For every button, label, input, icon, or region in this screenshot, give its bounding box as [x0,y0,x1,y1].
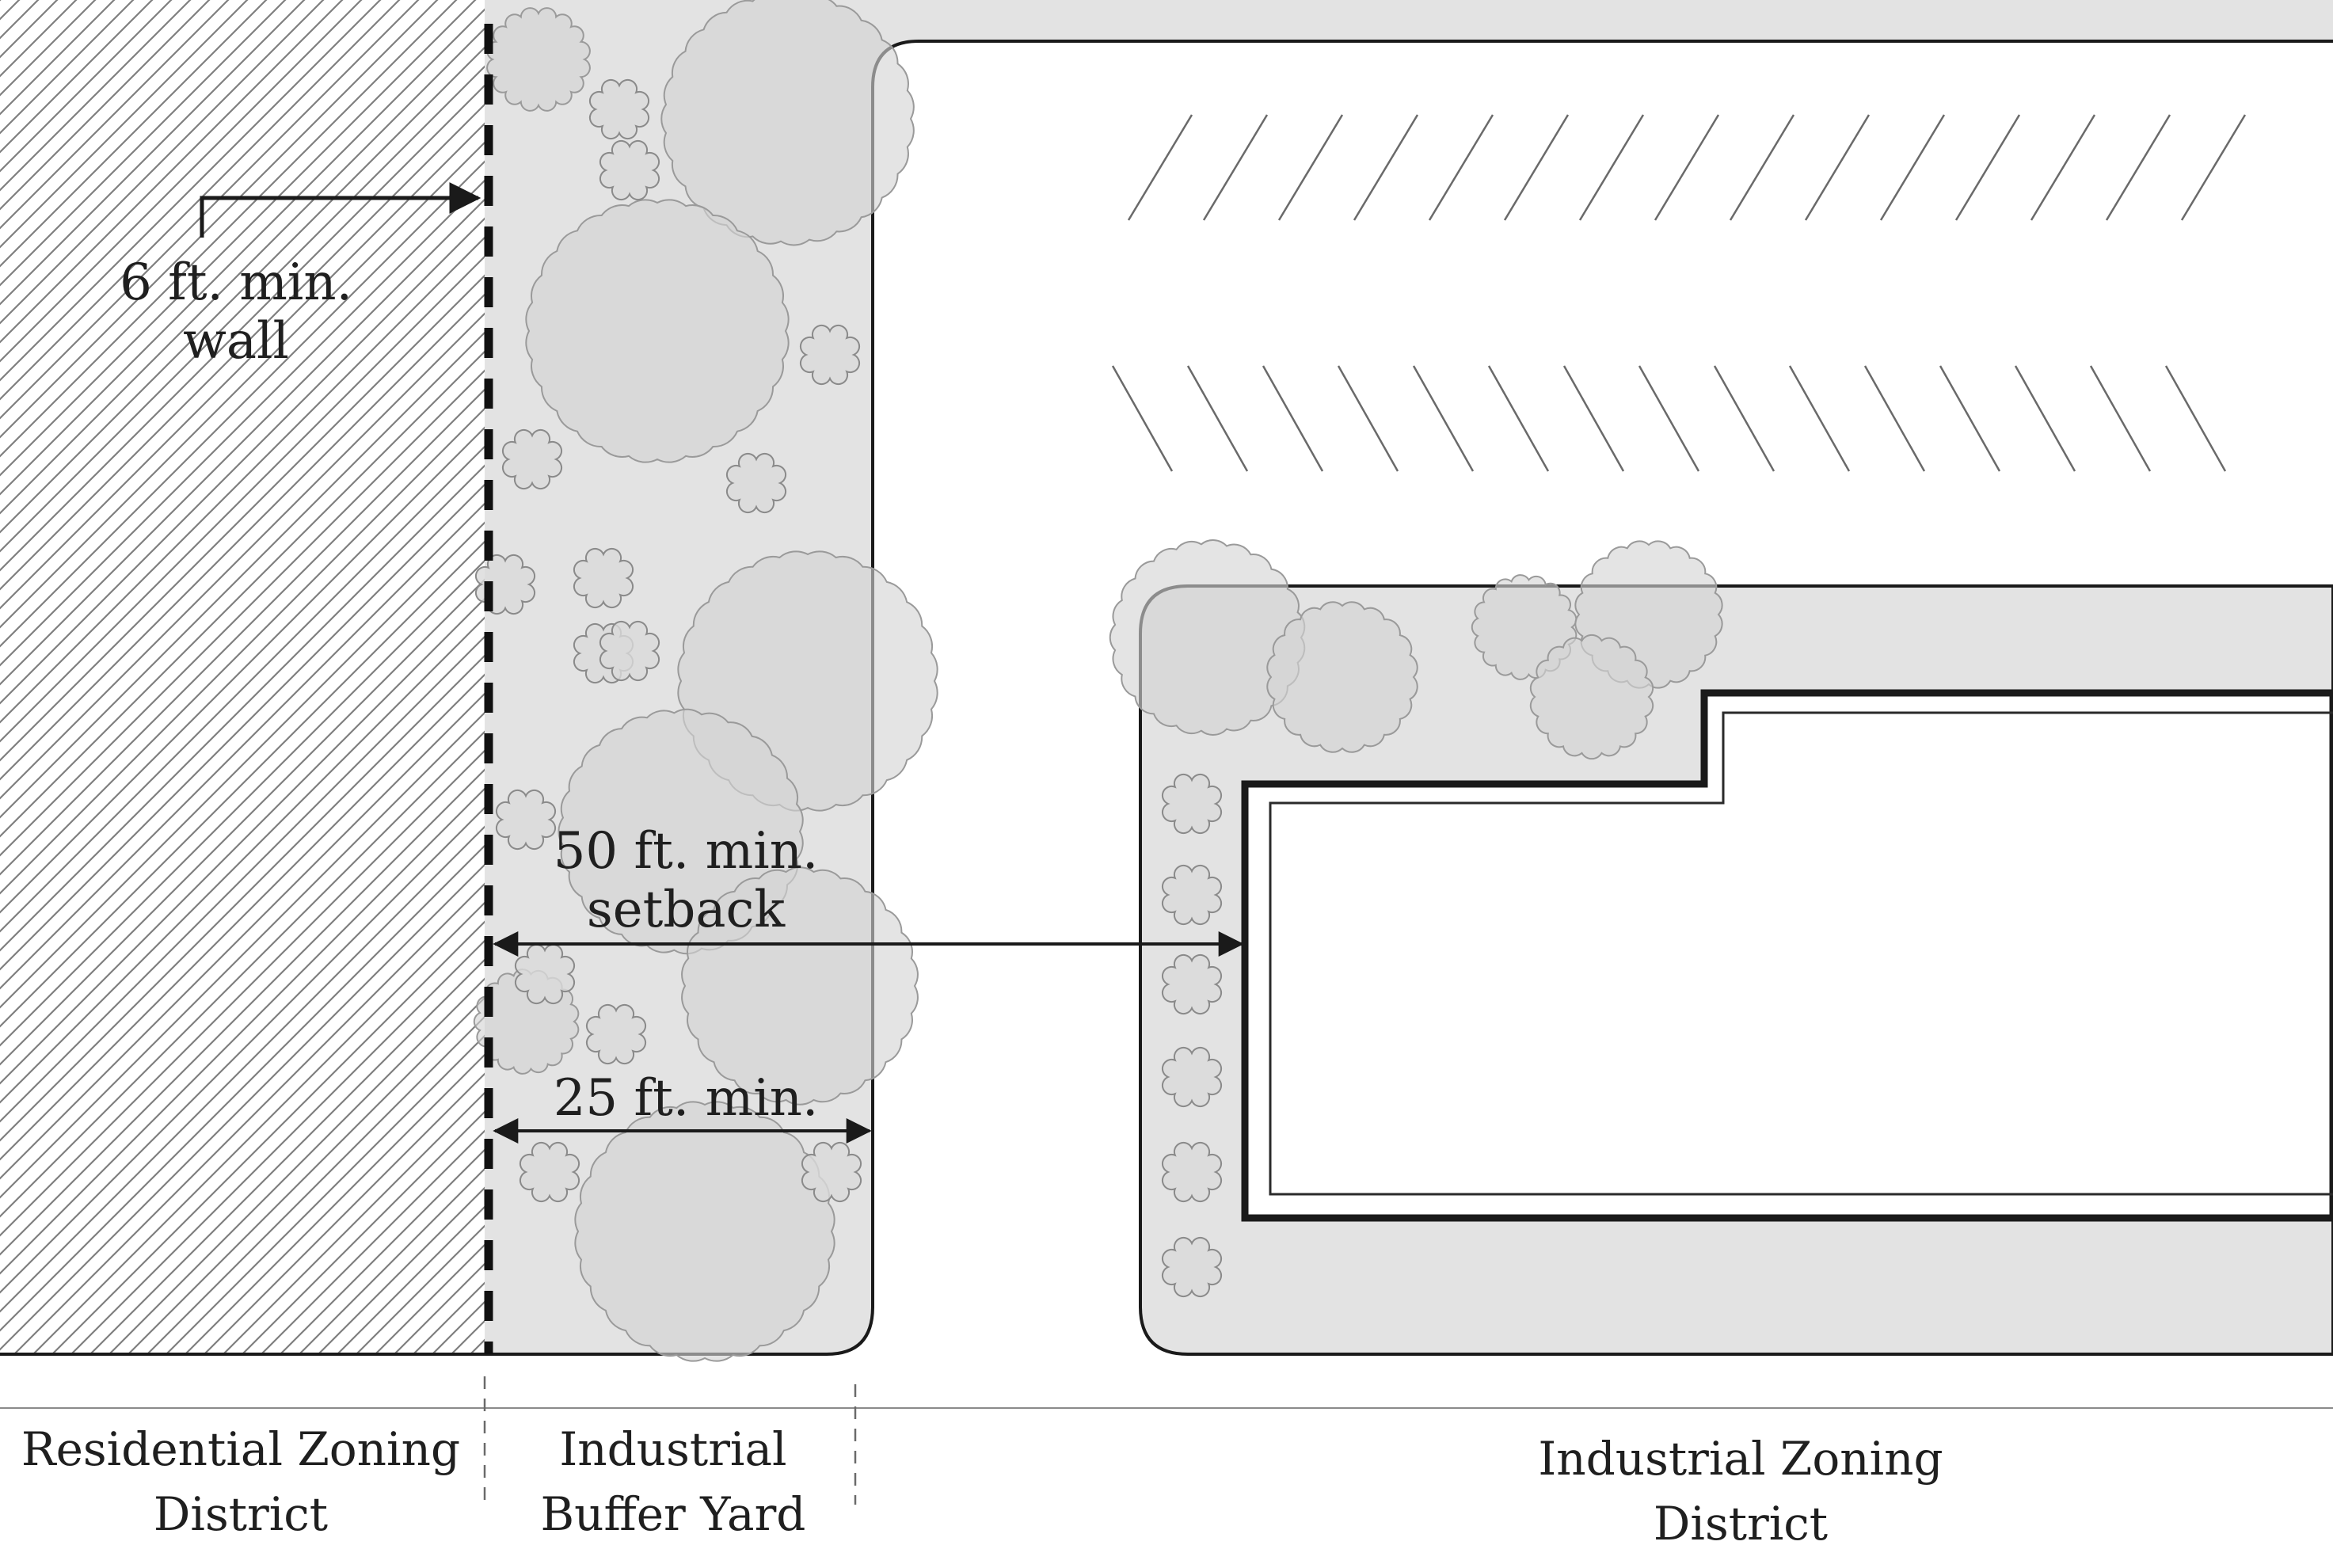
wall-label-line1: 6 ft. min. [120,253,352,312]
parking-stalls-upper [1127,114,2247,221]
shrub-icon [725,452,787,514]
shrub-icon [588,78,650,140]
parking-stall-mark [1337,365,1399,472]
parking-stall-mark [1729,114,1795,221]
parking-stall-mark [1804,114,1871,221]
parking-stall-mark [1202,114,1269,221]
shrub-icon [1161,953,1223,1015]
setback-label-line1: 50 ft. min. [554,822,819,881]
parking-stall-mark [2105,114,2171,221]
parking-stall-mark [2030,114,2096,221]
industrial-district-label-line1: Industrial Zoning [1538,1432,1943,1486]
parking-stall-mark [1954,114,2021,221]
parking-stall-mark [1578,114,1645,221]
wall-leader [200,182,481,238]
tree-icon [486,7,591,112]
parking-stall-mark [1487,365,1550,472]
parking-stall-mark [2014,365,2076,472]
parking-stalls-lower [1111,365,2227,472]
parking-stall-mark [1262,365,1324,472]
shrub-icon [1161,864,1223,926]
shrub-icon [1161,1236,1223,1298]
parking-stall-mark [1638,365,1700,472]
wall-label-line2: wall [183,312,289,371]
tree-icon [1266,601,1418,753]
shrub-icon [1161,1046,1223,1108]
parking-stall-mark [1863,365,1926,472]
shrub-icon [1161,1141,1223,1203]
parking-stall-mark [1428,114,1494,221]
landscape-plantings [473,0,1723,1362]
buffer-yard-label-line2: Buffer Yard [541,1487,806,1541]
tree-icon [1529,634,1654,760]
parking-stall-mark [1654,114,1720,221]
parking-stall-mark [2164,365,2227,472]
tree-icon [574,1101,835,1362]
shrub-icon [599,620,660,682]
buffer-yard-label-line1: Industrial [559,1422,786,1476]
parking-stall-mark [1562,365,1625,472]
tree-icon [1109,539,1306,736]
parking-stall-mark [1879,114,1946,221]
parking-stall-mark [1186,365,1249,472]
tree-icon [525,199,790,463]
parking-stall-mark [1277,114,1344,221]
parking-stall-mark [1939,365,2001,472]
residential-district-label-line2: District [154,1487,328,1541]
parking-stall-mark [2089,365,2152,472]
shrub-icon [585,1003,647,1065]
industrial-district-label-line2: District [1654,1497,1828,1551]
parking-stall-mark [1127,114,1193,221]
parking-stall-mark [1788,365,1851,472]
building-inner-outline [1269,711,2333,1196]
shrub-icon [1161,773,1223,835]
shrub-icon [573,547,634,609]
parking-stall-mark [2180,114,2247,221]
parking-stall-mark [1111,365,1174,472]
shrub-icon [495,789,557,851]
shrub-icon [801,1141,862,1203]
residential-district-label-line1: Residential Zoning [21,1422,460,1476]
parking-stall-mark [1353,114,1419,221]
residential-district-area [0,0,485,1354]
parking-stall-mark [1412,365,1475,472]
shrub-icon [519,1141,580,1203]
parking-stall-mark [1713,365,1775,472]
shrub-icon [501,428,563,490]
shrub-icon [599,139,660,201]
tree-icon [681,866,919,1106]
building-footprint [1241,689,2333,1222]
buffer-width-label: 25 ft. min. [554,1069,819,1128]
setback-label-line2: setback [587,881,786,939]
tree-icon [660,0,915,246]
parking-stall-mark [1503,114,1570,221]
shrub-icon [799,324,861,386]
